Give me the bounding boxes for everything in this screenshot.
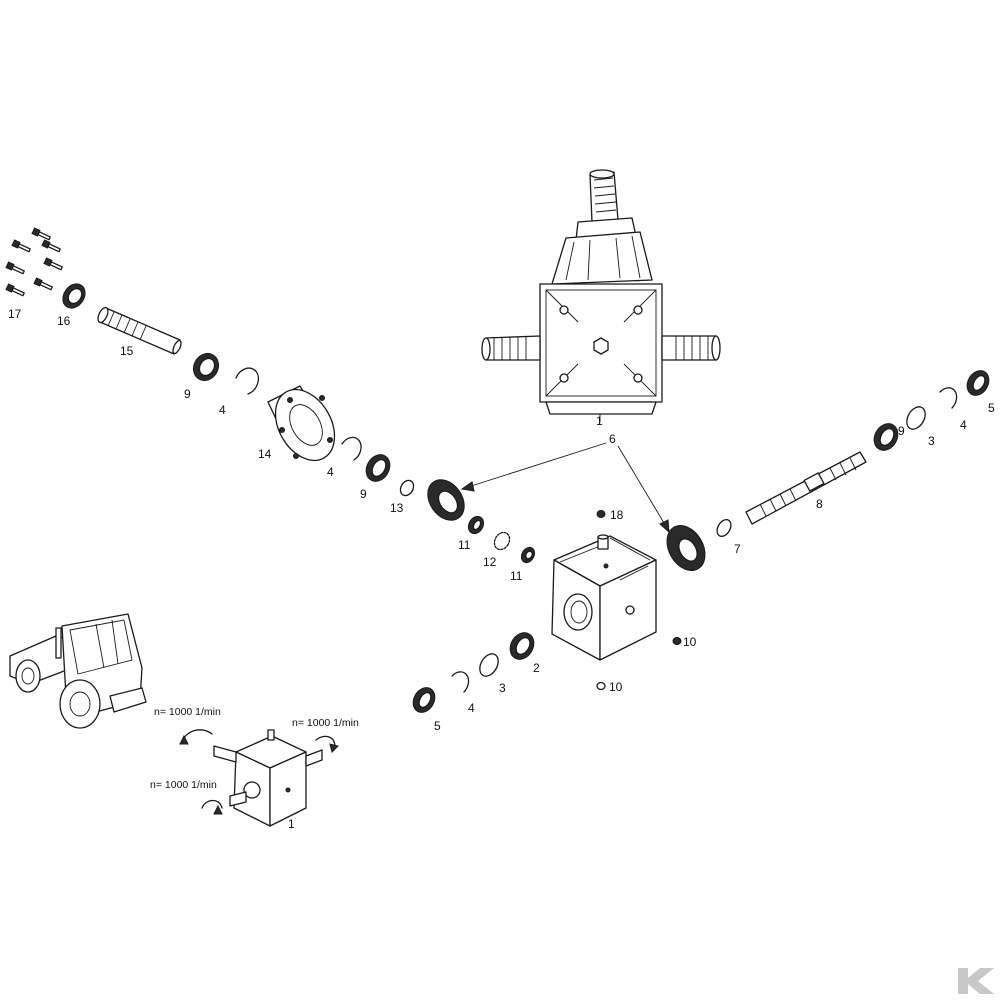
- callout-13: 13: [390, 501, 404, 515]
- callout-16: 16: [57, 314, 71, 328]
- callout-3-left: 3: [499, 681, 506, 695]
- callout-15: 15: [120, 344, 134, 358]
- gearbox-housing: [551, 534, 657, 661]
- brand-logo: [954, 962, 994, 996]
- callout-8: 8: [816, 497, 823, 511]
- flange-housing-14: [267, 385, 336, 462]
- callout-5-low: 5: [434, 719, 441, 733]
- callout-4-a: 4: [219, 403, 226, 417]
- bevel-gear-6-b: [666, 525, 706, 571]
- plug-10-b: [596, 681, 606, 691]
- callout-11-b: 11: [510, 569, 523, 583]
- seal-16: [62, 283, 86, 309]
- bearing-9-a: [192, 352, 220, 382]
- input-shaft-15: [97, 306, 182, 355]
- callout-11-a: 11: [458, 538, 471, 552]
- seal-5-right: [966, 370, 990, 396]
- circlip-4-low: [451, 671, 470, 693]
- callout-14: 14: [258, 447, 272, 461]
- leader-arrows-6: [460, 442, 670, 534]
- gearbox-rotation-diagram: [179, 729, 339, 827]
- speed-label-input: n= 1000 1/min: [154, 706, 221, 718]
- bearing-9-b: [365, 454, 391, 482]
- plug-10-a: [672, 637, 682, 645]
- callout-7: 7: [734, 542, 741, 556]
- ring-3-left: [479, 653, 499, 677]
- callout-4-low: 4: [468, 701, 475, 715]
- output-shaft-8: [745, 451, 867, 525]
- circlip-4-a: [235, 367, 260, 395]
- speed-label-output-right: n= 1000 1/min: [292, 717, 359, 729]
- lock-washer-12: [493, 531, 511, 551]
- callout-2: 2: [533, 661, 540, 675]
- ring-3-right: [906, 406, 926, 430]
- circlip-4-right: [939, 387, 958, 409]
- callout-5-right: 5: [988, 401, 995, 415]
- callout-10-b: 10: [609, 680, 623, 694]
- callout-12: 12: [483, 555, 497, 569]
- callout-9-right: 9: [898, 424, 905, 438]
- callout-9-b: 9: [360, 487, 367, 501]
- callout-4-right: 4: [960, 418, 967, 432]
- bearing-9-right: [873, 423, 899, 451]
- callout-6: 6: [609, 432, 616, 446]
- bolt-set: [5, 227, 63, 297]
- tractor-illustration: [9, 613, 147, 729]
- spacer-7: [716, 518, 732, 538]
- callout-3-right: 3: [928, 434, 935, 448]
- callout-10-a: 10: [683, 635, 697, 649]
- callout-17: 17: [8, 307, 22, 321]
- speed-label-output-bottom: n= 1000 1/min: [150, 779, 217, 791]
- ring-11-a: [467, 515, 485, 535]
- seal-5-low: [412, 687, 436, 713]
- plug-18: [596, 510, 606, 518]
- callout-4-b: 4: [327, 465, 334, 479]
- callout-18: 18: [610, 508, 624, 522]
- assembled-gearbox-top: [481, 169, 721, 422]
- circlip-4-b: [341, 436, 362, 461]
- ring-13: [399, 479, 415, 497]
- callout-9-a: 9: [184, 387, 191, 401]
- ring-11-b: [520, 546, 536, 564]
- callout-1-bottom: 1: [288, 817, 295, 831]
- bevel-gear-6-a: [427, 479, 465, 521]
- bearing-2: [509, 632, 535, 660]
- callout-1-top: 1: [596, 414, 603, 428]
